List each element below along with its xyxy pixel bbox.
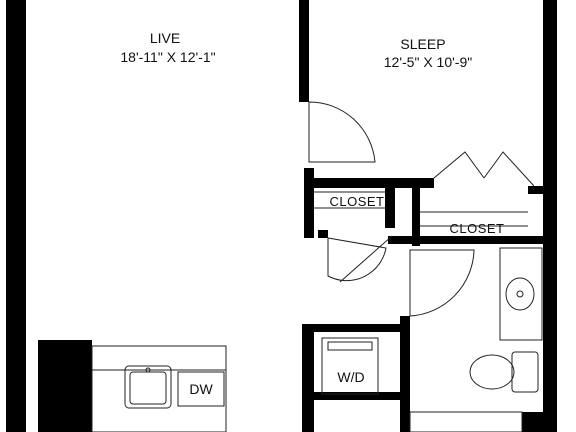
kitchen-counter	[91, 345, 227, 432]
room-dimensions-sleep: 12'-5" X 10'-9"	[384, 54, 472, 70]
wall-partition-upper	[299, 0, 309, 102]
door-bath	[409, 249, 475, 317]
dishwasher-label: DW	[189, 381, 213, 397]
door-bifold-left	[433, 151, 485, 179]
wall-laundry-bottom	[314, 392, 400, 400]
washer-dryer-label: W/D	[337, 369, 364, 385]
vanity	[499, 247, 543, 341]
wall-laundry-left	[302, 324, 314, 432]
door-closet	[327, 237, 387, 282]
room-name-live: LIVE	[150, 30, 180, 46]
dishwasher	[177, 371, 225, 407]
door-bifold-right	[483, 151, 535, 187]
closet-label-2: CLOSET	[449, 221, 504, 236]
wall-closet-stub	[318, 230, 328, 238]
kitchen	[91, 345, 227, 432]
laundry	[321, 337, 379, 395]
walls	[6, 0, 557, 432]
wall-right	[543, 0, 557, 432]
wall-bath-corner	[522, 412, 544, 432]
wall-laundry-right	[400, 316, 410, 432]
wall-closet2-right	[528, 186, 544, 194]
bathtub	[409, 411, 523, 432]
wall-laundry-top	[302, 324, 402, 332]
closet-label-1: CLOSET	[329, 194, 384, 209]
toilet-tank	[511, 351, 539, 393]
bathroom	[409, 247, 543, 432]
toilet-bowl	[469, 354, 515, 390]
column-left-bottom	[38, 340, 92, 432]
wall-closet-header	[304, 178, 434, 188]
wall-closet-divider	[385, 188, 395, 228]
wall-closet-top	[304, 168, 314, 238]
wall-closet2-top	[412, 186, 420, 246]
wall-closet2-bottom	[388, 236, 543, 244]
room-name-sleep: SLEEP	[400, 36, 445, 52]
door-bedroom	[308, 101, 376, 163]
kitchen-sink	[124, 365, 172, 409]
faucet-icon	[145, 367, 151, 373]
closet-shelves	[314, 191, 528, 227]
doors	[308, 101, 535, 317]
wall-left	[6, 0, 26, 432]
lavatory-sink	[505, 277, 535, 311]
room-dimensions-live: 18'-11" X 12'-1"	[120, 49, 215, 65]
kitchen-sink-basin	[129, 371, 167, 405]
washer-dryer	[321, 337, 379, 395]
